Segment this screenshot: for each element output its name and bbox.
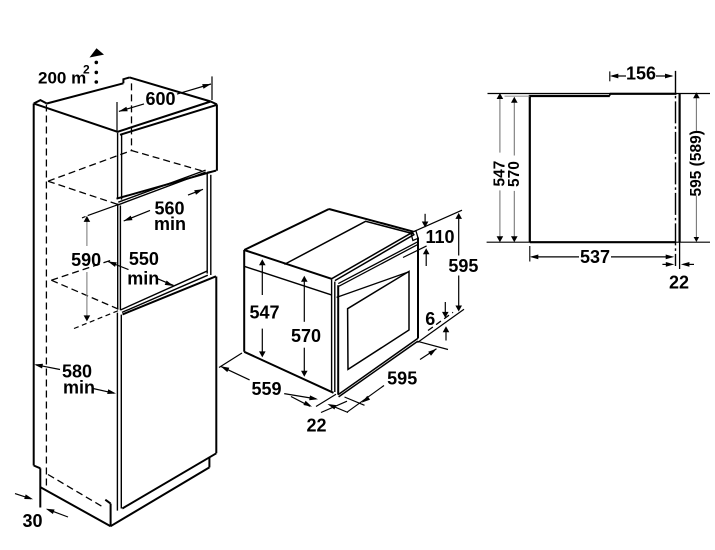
svg-text:570: 570 — [291, 326, 321, 346]
svg-text:200 m: 200 m — [38, 69, 86, 88]
svg-text:600: 600 — [145, 89, 175, 109]
svg-text:595 (589): 595 (589) — [688, 130, 705, 196]
svg-text:590: 590 — [71, 250, 101, 270]
svg-text:570: 570 — [506, 161, 523, 187]
svg-text:2: 2 — [83, 63, 90, 77]
svg-text:110: 110 — [425, 227, 454, 247]
svg-text:580: 580 — [62, 362, 92, 382]
svg-text:156: 156 — [626, 64, 656, 84]
svg-text:547: 547 — [491, 161, 508, 187]
svg-text:min: min — [127, 269, 159, 289]
svg-text:560: 560 — [154, 199, 184, 219]
svg-text:537: 537 — [580, 247, 610, 267]
svg-text:547: 547 — [249, 302, 279, 322]
svg-text:min: min — [154, 214, 186, 234]
svg-text:min: min — [63, 378, 95, 398]
svg-text:30: 30 — [22, 511, 42, 531]
svg-text:22: 22 — [669, 272, 689, 292]
svg-text:559: 559 — [251, 379, 281, 399]
svg-text:22: 22 — [306, 415, 326, 435]
svg-text:595: 595 — [387, 369, 417, 389]
svg-text:6: 6 — [425, 309, 435, 329]
svg-text:550: 550 — [129, 249, 159, 269]
svg-text:595: 595 — [448, 256, 478, 276]
